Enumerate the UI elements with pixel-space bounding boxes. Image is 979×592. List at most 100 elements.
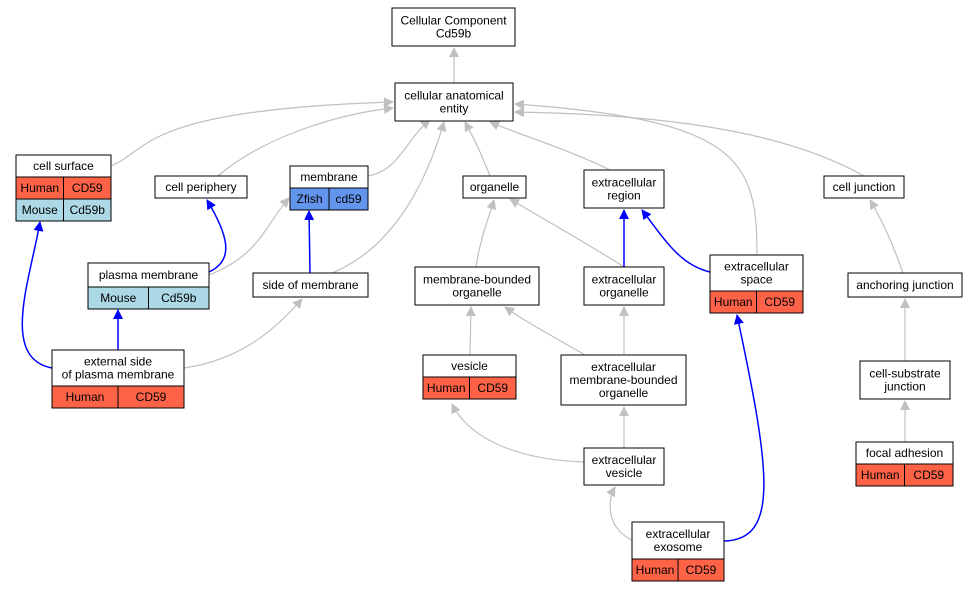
node-cell-periphery[interactable]: cell periphery <box>154 175 248 199</box>
gene-label: CD59 <box>136 390 167 404</box>
node-label-line: extracellular <box>591 360 656 374</box>
node-label-line: cellular anatomical <box>404 89 503 103</box>
node-box <box>51 349 185 387</box>
node-label-line: junction <box>883 380 925 394</box>
species-label: Mouse <box>22 203 58 217</box>
node-label-line: plasma membrane <box>99 268 199 282</box>
node-label-line: cell surface <box>33 159 94 173</box>
node-label-line: space <box>740 273 772 287</box>
node-box <box>709 254 804 292</box>
gene-cell <box>328 187 369 211</box>
node-label-line: extracellular <box>724 260 789 274</box>
node-label-line: membrane-bounded <box>569 373 677 387</box>
node-box <box>823 175 905 199</box>
edge-ec-exosome-to-ec-vesicle <box>606 486 633 541</box>
species-label: Human <box>427 381 466 395</box>
node-label-line: Cd59b <box>436 27 472 41</box>
node-label-line: external side <box>84 355 152 369</box>
node-label-line: anchoring junction <box>856 278 953 292</box>
node-label-line: entity <box>440 102 469 116</box>
species-label: Zfish <box>296 192 322 206</box>
node-label-line: membrane <box>300 170 358 184</box>
node-side-of-membrane[interactable]: side of membrane <box>252 272 369 298</box>
node-label-line: region <box>607 189 640 203</box>
edge-ext-side-pm-to-cell-surface <box>21 221 53 369</box>
edge-ext-side-pm-to-side-of-membrane <box>183 298 303 369</box>
node-anchoring-junction[interactable]: anchoring junction <box>847 272 963 298</box>
node-label-line: of plasma membrane <box>62 368 175 382</box>
node-label-line: Cellular Component <box>400 14 507 28</box>
species-label: Human <box>861 468 900 482</box>
edge-vesicle-to-mb-organelle <box>465 306 476 356</box>
gene-label: CD59 <box>686 563 717 577</box>
node-label-line: organelle <box>452 286 502 300</box>
node-label-line: organelle <box>470 180 520 194</box>
node-label-line: exosome <box>654 540 703 554</box>
edge-anchoring-junction-to-cell-junction <box>869 199 904 274</box>
gene-label: cd59 <box>335 192 361 206</box>
gene-label: CD59 <box>72 181 103 195</box>
node-label-line: extracellular <box>592 273 657 287</box>
species-label: Human <box>66 390 105 404</box>
species-label: Human <box>714 295 753 309</box>
edge-side-of-membrane-to-cae <box>331 121 447 274</box>
node-label-line: extracellular <box>592 176 657 190</box>
gene-label: CD59 <box>477 381 508 395</box>
gene-label: CD59 <box>764 295 795 309</box>
edge-cell-junction-to-cae <box>514 107 865 177</box>
node-label-line: cell periphery <box>165 180 236 194</box>
node-label-line: cell junction <box>833 180 896 194</box>
node-label-line: focal adhesion <box>866 446 943 460</box>
node-organelle[interactable]: organelle <box>462 175 527 199</box>
node-label-line: side of membrane <box>262 278 358 292</box>
node-label-line: vesicle <box>451 359 488 373</box>
edge-membrane-to-cae <box>367 119 431 177</box>
node-label-line: organelle <box>599 286 649 300</box>
gene-label: Cd59b <box>70 203 106 217</box>
edge-cell-surface-to-cae <box>110 97 394 167</box>
edge-ec-vesicle-to-vesicle <box>451 403 585 463</box>
node-box <box>847 272 963 298</box>
gene-label: CD59 <box>913 468 944 482</box>
edge-ec-mb-organelle-to-mb-organelle <box>504 306 586 356</box>
node-box <box>154 175 248 199</box>
edge-plasma-membrane-to-membrane <box>208 197 290 276</box>
species-label: Mouse <box>100 291 136 305</box>
node-box <box>583 447 665 486</box>
gene-cell <box>148 286 210 310</box>
gene-cell <box>756 290 804 314</box>
node-box <box>859 360 951 400</box>
edge-ec-space-to-cae <box>514 99 758 256</box>
node-label-line: vesicle <box>606 466 643 480</box>
node-box <box>394 82 514 122</box>
node-label-line: extracellular <box>592 453 657 467</box>
edge-organelle-to-cae <box>464 121 491 177</box>
node-cell-junction[interactable]: cell junction <box>823 175 905 199</box>
gene-cell <box>117 385 185 409</box>
edge-ec-exosome-to-ec-space <box>723 314 765 542</box>
species-label: Human <box>636 563 675 577</box>
species-label: Human <box>20 181 59 195</box>
edge-plasma-membrane-to-cell-periphery <box>206 199 227 273</box>
node-label-line: cell-substrate <box>869 367 941 381</box>
node-box <box>583 266 665 306</box>
node-label-line: organelle <box>599 386 649 400</box>
